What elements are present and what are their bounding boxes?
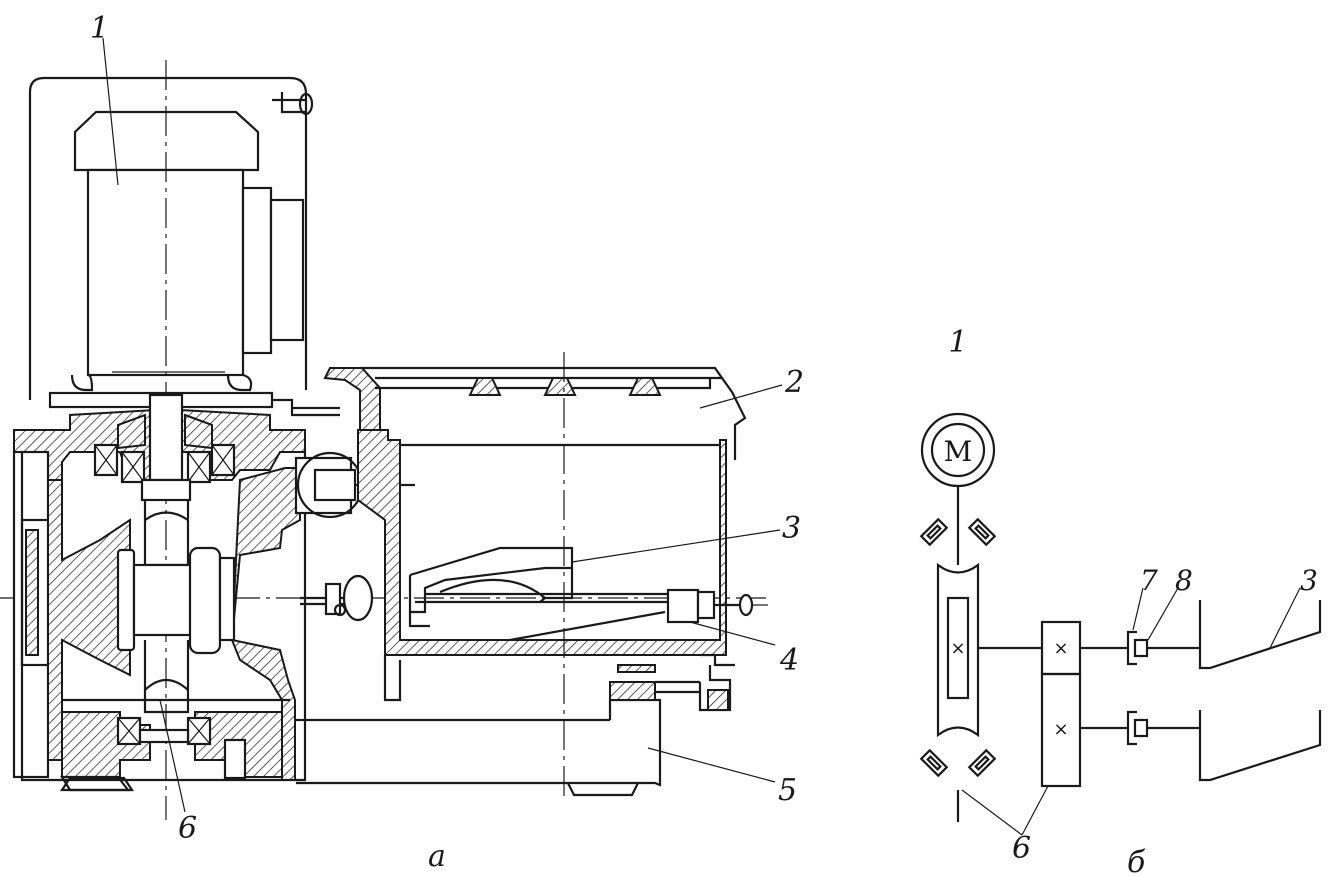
- working-bath: [323, 366, 747, 702]
- lower-bearing: [116, 716, 212, 746]
- leader-lines-a: [102, 37, 783, 813]
- foot-left: [59, 776, 135, 792]
- callout-b-6: 6: [1012, 831, 1031, 866]
- caption-a: а: [428, 839, 446, 874]
- central-gear: [116, 546, 236, 655]
- scheme-bevel-gear: ×: [936, 562, 980, 738]
- callout-a-2: 2: [784, 365, 804, 400]
- gear-mark-1: ×: [950, 638, 965, 659]
- scheme-gear-pair: × ×: [1040, 620, 1082, 788]
- vertical-shaft: [140, 393, 192, 714]
- scheme-drum-lower: [1198, 710, 1322, 782]
- callout-a-6: 6: [178, 811, 197, 846]
- flange-bolt: [272, 398, 340, 417]
- gear-mark-3: ×: [1053, 719, 1068, 740]
- drum-basket: [408, 546, 670, 642]
- shaft-coupling: [666, 588, 768, 624]
- leader-lines-b: [961, 587, 1301, 836]
- clutch-upper: [1126, 630, 1200, 666]
- cover-handle: [298, 92, 314, 116]
- caption-b: б: [1127, 845, 1146, 877]
- callout-b-7: 7: [1140, 564, 1158, 597]
- callout-a-4: 4: [779, 643, 799, 678]
- callout-b-8: 8: [1175, 564, 1193, 597]
- bearing-symbol-upper: [919, 517, 997, 547]
- callout-b-1: 1: [948, 325, 967, 360]
- clutch-lower: [1126, 710, 1200, 746]
- callout-a-1: 1: [90, 11, 109, 46]
- drawing-a: 1 2 3 4 5 6 а: [0, 11, 804, 874]
- gear-mark-2: ×: [1053, 638, 1068, 659]
- callout-a-3: 3: [782, 511, 801, 546]
- drawing-b: M × × ×: [919, 325, 1322, 877]
- bearing-symbol-lower: [919, 748, 997, 778]
- upper-bearings: [93, 413, 236, 484]
- motor-circle-inner: [930, 422, 986, 478]
- foot-right: [223, 738, 247, 780]
- motor-symbol: M: [944, 435, 973, 468]
- base-frame: [296, 664, 732, 797]
- callout-a-5: 5: [778, 773, 797, 808]
- scheme-drum-upper: [1198, 600, 1322, 670]
- motor-cover-frame: [28, 76, 308, 400]
- electric-motor: [70, 110, 305, 392]
- callout-b-3: 3: [1300, 564, 1318, 597]
